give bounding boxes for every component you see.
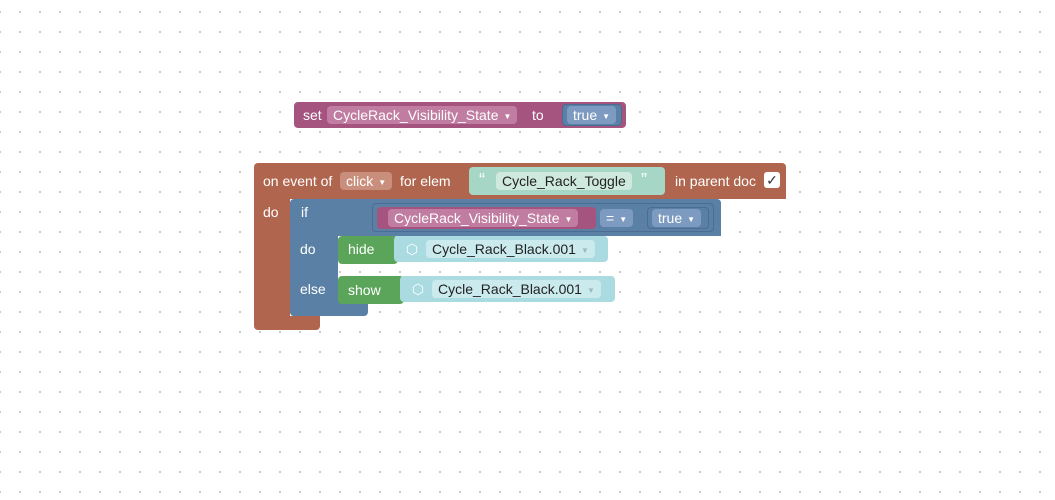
cube-icon: ⬡ [405,241,419,257]
for-elem-label: for elem [400,173,451,189]
do-branch-label: do [300,241,316,257]
condition-boolean-dropdown[interactable]: true▼ [652,209,702,227]
cube-icon: ⬡ [411,281,425,297]
else-branch-label: else [300,281,326,297]
open-quote: “ [479,170,485,190]
if-block-footer [290,300,368,316]
dropdown-arrow-icon: ▼ [619,215,628,224]
hide-object-dropdown[interactable]: Cycle_Rack_Black.001▼ [426,240,595,258]
comparison-block[interactable]: CycleRack_Visibility_State▼ =▼ true▼ [372,203,714,232]
show-label: show [348,282,381,298]
hide-object-block[interactable]: ⬡ Cycle_Rack_Black.001▼ [394,236,608,262]
show-object-block[interactable]: ⬡ Cycle_Rack_Black.001▼ [400,276,615,302]
boolean-dropdown[interactable]: true▼ [567,106,617,124]
dropdown-arrow-icon: ▼ [586,286,595,295]
condition-variable-dropdown[interactable]: CycleRack_Visibility_State▼ [388,209,579,227]
show-action-block[interactable]: show [338,276,404,304]
dropdown-arrow-icon: ▼ [602,112,611,121]
condition-variable-block[interactable]: CycleRack_Visibility_State▼ [377,207,596,229]
dropdown-arrow-icon: ▼ [580,246,589,255]
set-keyword: set [303,107,322,123]
dropdown-arrow-icon: ▼ [687,215,696,224]
to-keyword: to [532,107,544,123]
event-block-footer [254,316,320,330]
event-block-spine [254,199,290,319]
on-event-label: on event of [263,173,333,189]
condition-boolean-block[interactable]: true▼ [647,207,709,229]
show-object-dropdown[interactable]: Cycle_Rack_Black.001▼ [432,280,601,298]
dropdown-arrow-icon: ▼ [503,112,512,121]
hide-label: hide [348,241,375,257]
boolean-value-block[interactable]: true▼ [562,104,622,126]
event-block[interactable]: on event of click▼ for elem “ Cycle_Rack… [254,163,786,199]
if-label: if [301,204,308,220]
operator-dropdown[interactable]: =▼ [600,209,634,227]
event-dropdown[interactable]: click▼ [340,172,393,190]
element-name-field[interactable]: Cycle_Rack_Toggle [496,172,632,190]
in-parent-doc-label: in parent doc [675,173,756,189]
set-variable-block[interactable]: set CycleRack_Visibility_State▼ to true▼ [294,102,626,128]
checkbox-icon[interactable]: ✓ [764,172,780,188]
variable-dropdown[interactable]: CycleRack_Visibility_State▼ [327,106,518,124]
hide-action-block[interactable]: hide [338,236,398,264]
dropdown-arrow-icon: ▼ [378,178,387,187]
do-label: do [263,204,279,220]
dropdown-arrow-icon: ▼ [564,215,573,224]
close-quote: ” [641,170,647,190]
if-else-block[interactable]: if CycleRack_Visibility_State▼ =▼ true▼ [290,199,721,236]
element-name-text-block[interactable]: “ Cycle_Rack_Toggle ” [469,167,665,195]
